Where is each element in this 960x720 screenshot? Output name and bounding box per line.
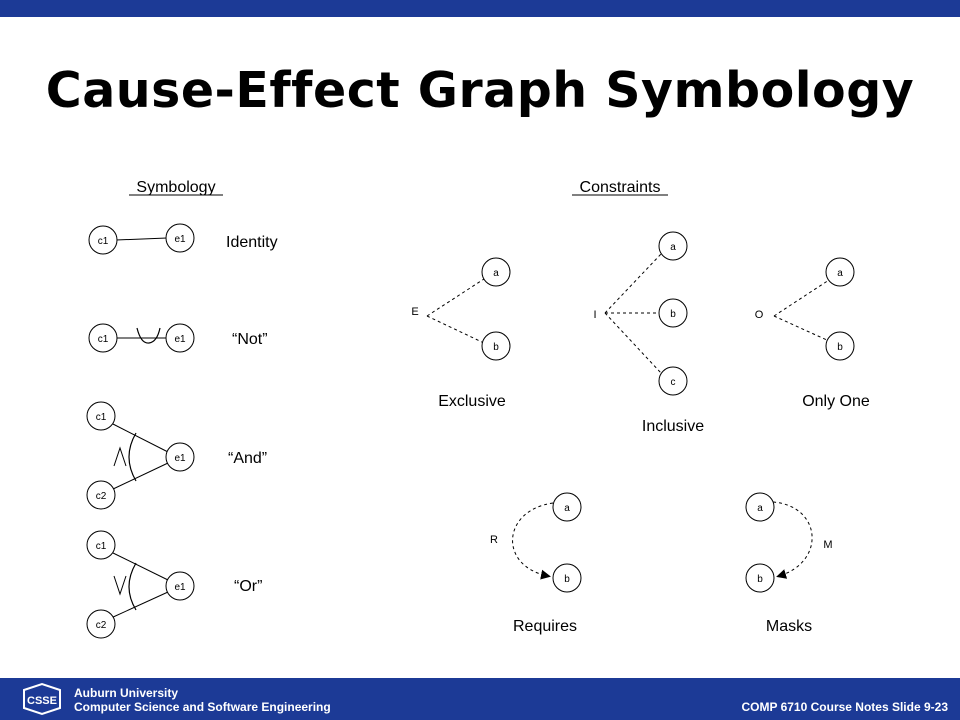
inclusive-label: Inclusive: [642, 418, 704, 435]
not-cause-node: [88, 323, 118, 353]
footer-bar: CSSE Auburn University Computer Science …: [0, 678, 960, 720]
symbology-header-text: Symbology: [136, 179, 215, 196]
or-cause1-label: c1: [96, 541, 107, 552]
only-one-node-b-label: b: [837, 342, 843, 353]
exclusive-node-a: [481, 257, 511, 287]
requires-node-a-label: a: [564, 503, 570, 514]
exclusive-node-b: [481, 331, 511, 361]
masks-arrow: [772, 501, 813, 579]
or-effect-node: [165, 571, 195, 601]
identity-effect-node: [165, 223, 195, 253]
inclusive-node-a-label: a: [670, 242, 676, 253]
and-wedge-icon: [113, 446, 127, 467]
csse-logo-icon: CSSE: [23, 682, 61, 716]
and-cause2-label: c2: [96, 491, 107, 502]
not-cause-label: c1: [98, 334, 109, 345]
requires-label: Requires: [513, 618, 577, 635]
or-effect-label: e1: [174, 582, 186, 593]
and-cause1-node: [86, 401, 116, 431]
exclusive-node-b-label: b: [493, 342, 499, 353]
inclusive-node-c-label: c: [671, 377, 676, 388]
or-cause2-node: [86, 609, 116, 639]
constraints-header-text: Constraints: [580, 179, 661, 196]
inclusive-node-b: [658, 298, 688, 328]
identity-cause-node: [88, 225, 118, 255]
not-label: “Not”: [232, 331, 268, 348]
symbology-header: Symbology: [129, 179, 223, 196]
footer-department: Computer Science and Software Engineerin…: [74, 700, 331, 714]
footer-institution: Auburn University Computer Science and S…: [74, 686, 331, 714]
masks-constraint: M a b Masks: [745, 492, 833, 635]
exclusive-symbol: E: [411, 306, 418, 318]
masks-symbol: M: [823, 539, 832, 551]
requires-arrow: [512, 502, 554, 580]
only-one-label: Only One: [802, 393, 870, 410]
inclusive-symbol: I: [593, 309, 596, 321]
or-vee-icon: [113, 575, 127, 596]
exclusive-constraint: E a b Exclusive: [411, 257, 511, 410]
not-effect-node: [165, 323, 195, 353]
masks-node-a: [745, 492, 775, 522]
only-one-node-a: [825, 257, 855, 287]
identity-symbol: c1 e1 Identity: [88, 223, 278, 255]
requires-symbol: R: [490, 534, 498, 546]
footer-university: Auburn University: [74, 686, 179, 700]
masks-node-b-label: b: [757, 574, 763, 585]
not-tilde-icon: [136, 327, 161, 344]
logo-text: CSSE: [27, 695, 57, 707]
constraints-header: Constraints: [572, 179, 668, 196]
identity-cause-label: c1: [98, 236, 109, 247]
cause-effect-diagram: Symbology Constraints c1 e1 Identity c1 …: [86, 179, 870, 639]
masks-node-a-label: a: [757, 503, 763, 514]
requires-node-a: [552, 492, 582, 522]
identity-label: Identity: [226, 234, 278, 251]
and-effect-label: e1: [174, 453, 186, 464]
exclusive-node-a-label: a: [493, 268, 499, 279]
requires-node-b-label: b: [564, 574, 570, 585]
masks-node-b: [745, 563, 775, 593]
only-one-node-b: [825, 331, 855, 361]
inclusive-constraint: I a b c Inclusive: [593, 231, 704, 435]
inclusive-node-a: [658, 231, 688, 261]
and-arc-icon: [128, 432, 137, 482]
and-effect-node: [165, 442, 195, 472]
masks-label: Masks: [766, 618, 812, 635]
requires-constraint: R a b Requires: [490, 492, 582, 635]
not-symbol: c1 e1 “Not”: [88, 323, 268, 353]
slide-title: Cause-Effect Graph Symbology: [45, 62, 915, 119]
only-one-constraint: O a b Only One: [755, 257, 870, 410]
or-cause2-label: c2: [96, 620, 107, 631]
or-label: “Or”: [234, 578, 262, 595]
top-bar: [0, 0, 960, 17]
and-symbol: c1 c2 e1 “And”: [86, 401, 267, 510]
exclusive-label: Exclusive: [438, 393, 506, 410]
or-symbol: c1 c2 e1 “Or”: [86, 530, 262, 639]
and-cause2-node: [86, 480, 116, 510]
requires-node-b: [552, 563, 582, 593]
and-cause1-label: c1: [96, 412, 107, 423]
only-one-node-a-label: a: [837, 268, 843, 279]
or-cause1-node: [86, 530, 116, 560]
inclusive-node-c: [658, 366, 688, 396]
footer-slide-number: COMP 6710 Course Notes Slide 9-23: [741, 700, 948, 714]
inclusive-node-b-label: b: [670, 309, 676, 320]
identity-effect-label: e1: [174, 234, 186, 245]
or-arc-icon: [128, 562, 137, 611]
only-one-symbol: O: [755, 309, 764, 321]
not-effect-label: e1: [174, 334, 186, 345]
and-label: “And”: [228, 450, 267, 467]
